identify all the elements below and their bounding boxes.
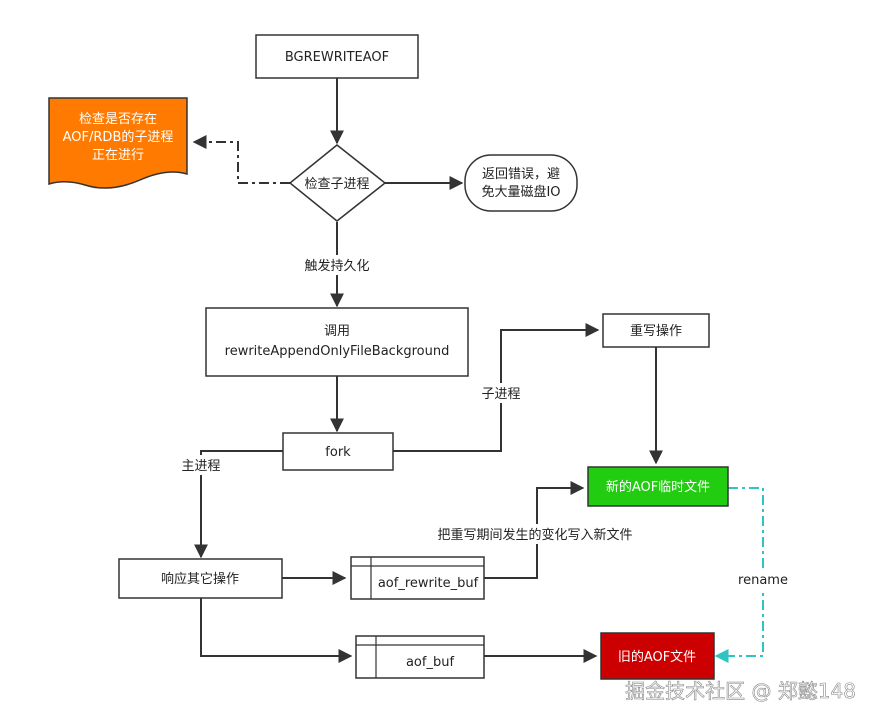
- node-bgrewriteaof: BGREWRITEAOF: [255, 34, 419, 79]
- edge-respond-to-aof-buf: [200, 598, 353, 663]
- child-label-bg: [474, 383, 528, 403]
- node-check-child: 检查子进程: [288, 144, 387, 222]
- rewrite-operation-box: [602, 313, 710, 348]
- node-call-rewrite: 调用 rewriteAppendOnlyFileBackground: [205, 307, 469, 377]
- return-error-line2: 免大量磁盘IO: [481, 184, 560, 200]
- rewrite-operation-label: 重写操作: [630, 323, 682, 339]
- call-rewrite-box: [205, 307, 469, 377]
- edge-label-rename: rename: [738, 573, 788, 588]
- check-document-shape: [48, 97, 188, 189]
- node-bgrewriteaof-box: [255, 34, 419, 79]
- check-child-label: 检查子进程: [304, 177, 369, 192]
- aof-rewrite-buf-label: aof_rewrite_buf: [378, 576, 479, 591]
- edge-label-child-process: 子进程: [481, 387, 520, 402]
- call-rewrite-line1: 调用: [324, 324, 350, 339]
- aof-buf-box: [355, 635, 485, 679]
- node-bgrewriteaof-label: BGREWRITEAOF: [285, 50, 389, 65]
- new-aof-box: [587, 466, 729, 507]
- respond-box: [118, 558, 283, 599]
- node-aof-rewrite-buf: aof_rewrite_buf: [350, 556, 485, 600]
- write-label-bg: [420, 524, 650, 544]
- node-return-error: 返回错误，避 免大量磁盘IO: [464, 154, 578, 212]
- respond-label: 响应其它操作: [161, 571, 239, 587]
- node-check-document: 检查是否存在 AOF/RDB的子进程 正在进行: [48, 97, 188, 189]
- check-document-line3: 正在进行: [92, 148, 144, 163]
- edge-fork-to-respond: [194, 450, 283, 559]
- aof-buf-label: aof_buf: [406, 655, 454, 670]
- call-rewrite-line2: rewriteAppendOnlyFileBackground: [225, 344, 450, 359]
- aof-rewrite-buf-box: [350, 556, 485, 600]
- node-old-aof: 旧的AOF文件: [600, 632, 715, 680]
- fork-box: [282, 432, 394, 471]
- node-new-aof: 新的AOF临时文件: [587, 466, 729, 507]
- node-respond: 响应其它操作: [118, 558, 283, 599]
- node-rewrite-operation: 重写操作: [602, 313, 710, 348]
- new-aof-label: 新的AOF临时文件: [606, 479, 710, 495]
- fork-label: fork: [325, 445, 351, 460]
- node-aof-buf: aof_buf: [355, 635, 485, 679]
- return-error-box: [464, 154, 578, 212]
- check-document-line1: 检查是否存在: [79, 112, 157, 127]
- watermark: 掘金技术社区 @ 郑懿148: [625, 679, 856, 703]
- edge-label-main-process: 主进程: [181, 459, 220, 474]
- check-document-line2: AOF/RDB的子进程: [63, 129, 174, 145]
- old-aof-label: 旧的AOF文件: [618, 649, 696, 665]
- edge-label-trigger: 触发持久化: [304, 258, 369, 274]
- edge-label-write-changes: 把重写期间发生的变化写入新文件: [437, 527, 632, 543]
- old-aof-box: [600, 632, 715, 680]
- rename-label-bg: [732, 570, 794, 590]
- node-fork: fork: [282, 432, 394, 471]
- trigger-label-bg: [296, 255, 378, 275]
- edge-check-to-doc: [192, 135, 290, 184]
- check-child-diamond: [288, 144, 387, 222]
- return-error-line1: 返回错误，避: [482, 167, 560, 182]
- main-label-bg: [172, 455, 230, 475]
